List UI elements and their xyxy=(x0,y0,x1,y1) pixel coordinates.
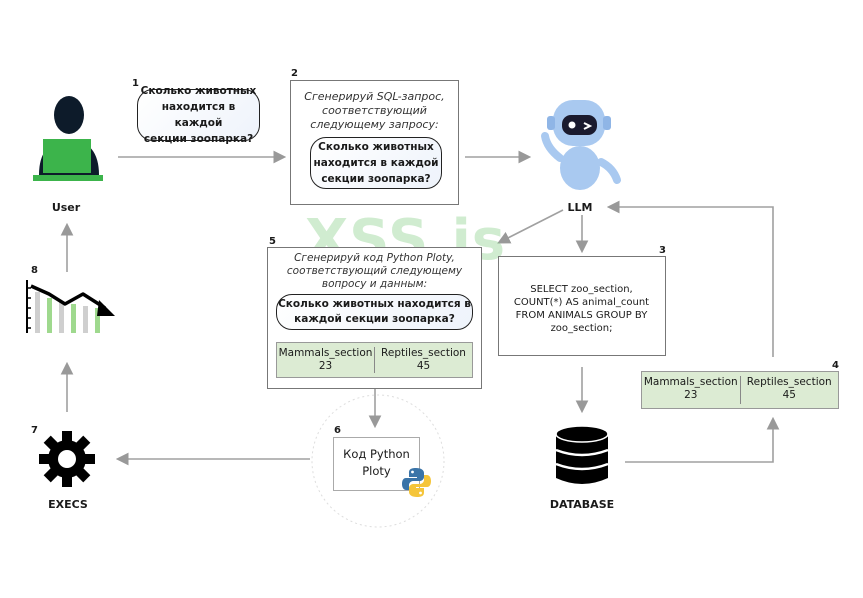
code-box-line-1: Код Python xyxy=(343,447,410,461)
database-label: DATABASE xyxy=(549,498,615,511)
python-prompt-line-3: вопросу и данным: xyxy=(321,278,428,290)
user-label: User xyxy=(51,201,81,214)
step-number-5: 5 xyxy=(269,236,276,247)
sql-query-text: SELECT zoo_section, COUNT(*) AS animal_c… xyxy=(500,283,663,335)
prompt-data-column-reptiles: Reptiles_section 45 xyxy=(375,343,472,377)
question-line-2: находится в каждой xyxy=(161,101,236,129)
sql-query-box xyxy=(498,256,666,356)
result-col2-value: 45 xyxy=(782,389,796,401)
question-line-3: секции зоопарка? xyxy=(321,173,431,185)
question-line-3: секции зоопарка? xyxy=(143,133,254,145)
code-box-line-2: Ploty xyxy=(362,464,391,478)
table-divider xyxy=(739,376,741,404)
arrow-llm-to-python-prompt xyxy=(497,209,564,244)
execs-label: EXECS xyxy=(48,498,88,511)
result-column-mammals: Mammals_section 23 xyxy=(642,372,740,408)
sql-line-4: zoo_section; xyxy=(550,323,613,334)
result-col2-name: Reptiles_section xyxy=(746,376,832,388)
sql-line-3: FROM ANIMALS GROUP BY xyxy=(515,310,648,321)
python-prompt-data-table: Mammals_section 23 Reptiles_section 45 xyxy=(276,342,473,378)
step-number-4: 4 xyxy=(832,360,839,371)
arrow-result-to-llm xyxy=(606,200,774,357)
step-number-1: 1 xyxy=(132,78,139,89)
user-question-bubble: Сколько животных находится в каждой секц… xyxy=(137,85,260,145)
result-table: Mammals_section 23 Reptiles_section 45 xyxy=(641,371,839,409)
step-number-3: 3 xyxy=(659,245,666,256)
arrow-database-to-result xyxy=(625,416,780,463)
prompt-data-col2-value: 45 xyxy=(416,360,431,372)
prompt-data-col2-name: Reptiles_section xyxy=(381,347,466,359)
step-number-7: 7 xyxy=(31,425,38,436)
user-icon xyxy=(31,93,105,185)
gear-icon xyxy=(38,430,96,488)
sql-prompt-line-3: следующему запросу: xyxy=(310,118,439,131)
question-line-1: Сколько животных xyxy=(140,85,257,97)
sql-prompt-question-bubble: Сколько животных находится в каждой секц… xyxy=(310,137,442,189)
robot-icon xyxy=(535,98,627,194)
step-number-6: 6 xyxy=(334,425,341,436)
sql-prompt-line-2: соответствующий xyxy=(322,104,427,117)
step-number-2: 2 xyxy=(291,68,298,79)
result-column-reptiles: Reptiles_section 45 xyxy=(741,372,839,408)
table-divider xyxy=(374,347,375,373)
python-icon xyxy=(400,466,433,499)
sql-line-2: COUNT(*) AS animal_count xyxy=(513,297,650,308)
code-dashed-circle xyxy=(311,394,445,528)
result-col1-value: 23 xyxy=(684,389,698,401)
question-line-1: Сколько животных xyxy=(318,141,434,153)
result-col1-name: Mammals_section xyxy=(643,376,738,388)
prompt-data-col1-name: Mammals_section xyxy=(278,347,373,359)
python-question-line-1: Сколько животных находится в xyxy=(278,298,471,310)
python-prompt-line-1: Сгенерируй код Python Ploty, xyxy=(294,252,455,264)
question-line-2: находится в каждой xyxy=(313,157,439,169)
step-number-8: 8 xyxy=(31,265,38,276)
sql-line-1: SELECT zoo_section, xyxy=(530,284,633,295)
database-icon xyxy=(554,424,610,488)
falling-chart-icon xyxy=(25,278,120,336)
prompt-data-column-mammals: Mammals_section 23 xyxy=(277,343,374,377)
llm-label: LLM xyxy=(567,201,593,214)
prompt-data-col1-value: 23 xyxy=(318,360,333,372)
python-prompt-question-bubble: Сколько животных находится в каждой секц… xyxy=(276,294,473,330)
python-prompt-line-2: соответствующий следующему xyxy=(286,265,463,277)
python-question-line-2: каждой секции зоопарка? xyxy=(294,313,455,325)
sql-prompt-line-1: Сгенерируй SQL-запрос, xyxy=(304,90,445,103)
